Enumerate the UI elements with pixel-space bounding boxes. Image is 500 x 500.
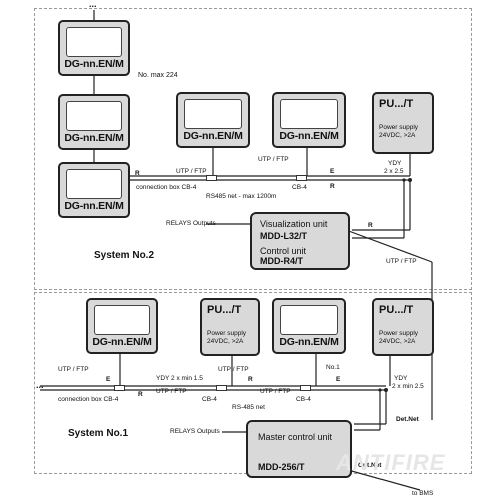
display-panel-top-e: DG-nn.EN/M xyxy=(272,92,346,148)
label-ydy: YDY xyxy=(388,160,402,167)
label-det-net: Det.Net xyxy=(396,416,419,423)
label-utp: UTP / FTP xyxy=(156,388,187,395)
label-r: R xyxy=(248,376,253,383)
label-relays-outputs: RELAYS Outputs xyxy=(166,220,216,227)
label-utp: UTP / FTP xyxy=(176,168,207,175)
watermark-logo: ANTIFIRE xyxy=(336,450,446,475)
label-r: R xyxy=(368,222,373,229)
label-cb: CB-4 xyxy=(292,184,307,191)
panel-screen xyxy=(66,27,122,57)
panel-screen xyxy=(280,305,338,335)
connection-box xyxy=(114,385,125,391)
label-e: E xyxy=(106,376,111,383)
pu-title: PU.../T xyxy=(207,304,242,316)
visualization-control-unit: Visualization unit MDD-L32/T Control uni… xyxy=(250,212,350,270)
max-panels-note: No. max 224 xyxy=(138,72,178,79)
display-panel-bot-b: DG-nn.EN/M xyxy=(272,298,346,354)
panel-screen xyxy=(94,305,150,335)
connection-box xyxy=(300,385,311,391)
label-rs485: RS485 net - max 1200m xyxy=(206,193,277,200)
unit-model: MDD-256/T xyxy=(258,462,305,472)
system-2-title: System No.2 xyxy=(94,250,155,261)
label-out-net: Out.Net xyxy=(358,462,382,469)
label-connection-box: connection box CB-4 xyxy=(136,184,197,191)
pu-title: PU.../T xyxy=(379,98,414,110)
top-dots: ... xyxy=(89,0,97,9)
label-to-bms: to BMS xyxy=(412,490,434,497)
label-node-number: No.1 xyxy=(326,364,340,371)
panel-label: DG-nn.EN/M xyxy=(183,130,243,142)
label-r: R xyxy=(135,170,140,177)
display-panel-top-a: DG-nn.EN/M xyxy=(58,20,130,76)
label-cb: CB-4 xyxy=(202,396,217,403)
label-r: R xyxy=(330,183,335,190)
panel-screen xyxy=(280,99,338,129)
label-connection-box: connection box CB-4 xyxy=(58,396,119,403)
label-utp: UTP / FTP xyxy=(218,366,249,373)
panel-screen xyxy=(66,169,122,199)
label-ydy-spec: 2 x 2.5 xyxy=(384,168,404,175)
label-utp: UTP / FTP xyxy=(58,366,89,373)
power-unit-bot-left: PU.../T Power supply 24VDC, >2A xyxy=(200,298,260,356)
left-dots: ... xyxy=(36,380,44,390)
pu-title: PU.../T xyxy=(379,304,414,316)
label-ydy: YDY xyxy=(394,375,408,382)
display-panel-top-c: DG-nn.EN/M xyxy=(58,162,130,218)
system-2-frame xyxy=(34,8,472,290)
label-rs485: RS-485 net xyxy=(232,404,265,411)
panel-screen xyxy=(184,99,242,129)
panel-label: DG-nn.EN/M xyxy=(279,336,339,348)
label-relays-outputs: RELAYS Outputs xyxy=(170,428,220,435)
pu-description: Power supply 24VDC, >2A xyxy=(207,330,247,345)
power-unit-bot-right: PU.../T Power supply 24VDC, >2A xyxy=(372,298,434,356)
system-1-title: System No.1 xyxy=(68,428,129,439)
power-unit-top: PU.../T Power supply 24VDC, >2A xyxy=(372,92,434,154)
master-control-unit: Master control unit MDD-256/T xyxy=(246,420,352,478)
label-utp: UTP / FTP xyxy=(258,156,289,163)
unit-line3: Control unit xyxy=(260,246,307,256)
connection-box xyxy=(296,175,307,181)
label-ydy-spec: 2 x min 2.5 xyxy=(392,383,424,390)
pu-description: Power supply 24VDC, >2A xyxy=(379,124,419,139)
label-ydy-spec: YDY 2 x min 1.5 xyxy=(156,375,203,382)
label-cb: CB-4 xyxy=(296,396,311,403)
label-utp: UTP / FTP xyxy=(260,388,291,395)
connection-box xyxy=(206,175,217,181)
panel-label: DG-nn.EN/M xyxy=(279,130,339,142)
panel-screen xyxy=(66,101,122,131)
pu-description: Power supply 24VDC, >2A xyxy=(379,330,419,345)
display-panel-bot-a: DG-nn.EN/M xyxy=(86,298,158,354)
connection-box xyxy=(216,385,227,391)
unit-model: MDD-R4/T xyxy=(260,256,303,266)
panel-label: DG-nn.EN/M xyxy=(64,58,124,70)
label-e: E xyxy=(330,168,335,175)
unit-model: MDD-L32/T xyxy=(260,231,307,241)
display-panel-top-b: DG-nn.EN/M xyxy=(58,94,130,150)
unit-line1: Master control unit xyxy=(258,432,333,442)
panel-label: DG-nn.EN/M xyxy=(64,132,124,144)
display-panel-top-d: DG-nn.EN/M xyxy=(176,92,250,148)
panel-label: DG-nn.EN/M xyxy=(64,200,124,212)
label-utp: UTP / FTP xyxy=(386,258,417,265)
panel-label: DG-nn.EN/M xyxy=(92,336,152,348)
label-r: R xyxy=(138,391,143,398)
unit-line1: Visualization unit xyxy=(260,219,328,229)
label-e: E xyxy=(336,376,341,383)
